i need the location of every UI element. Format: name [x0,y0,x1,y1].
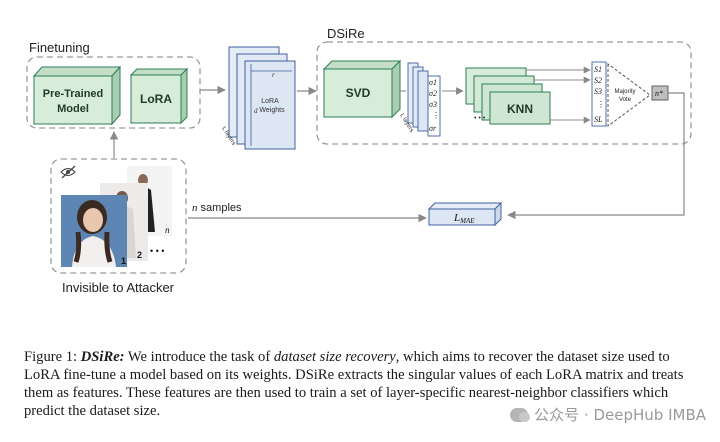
lora-weights-label-2: Weights [259,107,285,114]
finetuning-group: Finetuning Pre-Trained Model LoRA [26,40,201,129]
caption-prefix: Figure 1: [24,349,81,365]
s-1: S1 [594,65,602,74]
majority-vote-label-2: Vote [619,97,632,103]
finetuning-label: Finetuning [29,40,90,55]
caption-italic-term: dataset size recovery [273,349,396,365]
invisible-label: Invisible to Attacker [62,280,175,295]
eye-slash-icon [60,165,76,179]
caption-title: DSiRe: [80,349,125,365]
dsire-group: DSiRe SVD L layers σ1 σ2 σ3 ⋮ σr [316,26,692,145]
sigma-r: σr [429,124,437,133]
sigma-column: σ1 σ2 σ3 ⋮ σr [427,75,441,137]
lora-r-label: r [272,71,275,79]
sigma-2: σ2 [429,89,437,98]
caption-text-2: , which aims to recover the dataset size… [24,349,684,419]
samples-dots: • • • [150,246,164,256]
figure-diagram: Finetuning Pre-Trained Model LoRA r d Lo… [26,26,692,295]
n-star-label: n* [655,89,663,98]
sigma-dots: ⋮ [432,111,440,120]
s-l: SL [594,115,603,124]
s-2: S2 [594,76,602,85]
sample-image-1: 1 [61,195,127,267]
knn-dots: • • • [474,115,486,122]
pretrained-label-1: Pre-Trained [43,88,104,100]
knn-stack: KNN • • • [465,67,551,125]
dsire-label: DSiRe [327,26,365,41]
l-mae-box: LMAE [427,201,503,227]
majority-vote: Majority Vote [607,63,651,127]
s-column: S1 S2 S3 ⋮ SL [591,61,607,127]
pretrained-label-2: Model [57,103,89,115]
wechat-logo-icon [510,407,531,422]
svd-box: SVD [322,59,402,119]
sigma-3: σ3 [429,100,437,109]
sample-number-1: 1 [121,256,126,266]
singular-values-stack: L layers [398,62,429,134]
n-star-box: n* [651,85,669,101]
n-samples-label: n samples [192,202,242,214]
sample-number-2: 2 [137,250,142,260]
sigma-1: σ1 [429,78,437,87]
lora-box: LoRA [129,67,189,125]
pretrained-model-box: Pre-Trained Model [32,65,122,126]
sample-number-n: n [165,225,170,235]
lora-d-label: d [254,107,258,115]
s-dots: ⋮ [597,100,605,109]
lora-weights-label-1: LoRA [261,98,279,105]
svd-label: SVD [346,86,371,100]
s-3: S3 [594,87,602,96]
caption-text-1: We introduce the task of [124,349,274,365]
majority-vote-label-1: Majority [614,89,635,95]
lora-label: LoRA [140,92,172,106]
figure-caption: Figure 1: DSiRe: We introduce the task o… [24,348,704,420]
samples-group: n 2 1 • • • Invisible to Attacker [50,158,187,295]
lora-weights-stack: r d LoRA Weights L layers [220,46,296,150]
watermark-text: 公众号 · DeepHub IMBA [534,406,706,424]
knn-label: KNN [507,102,533,116]
watermark: 公众号 · DeepHub IMBA [510,404,706,425]
